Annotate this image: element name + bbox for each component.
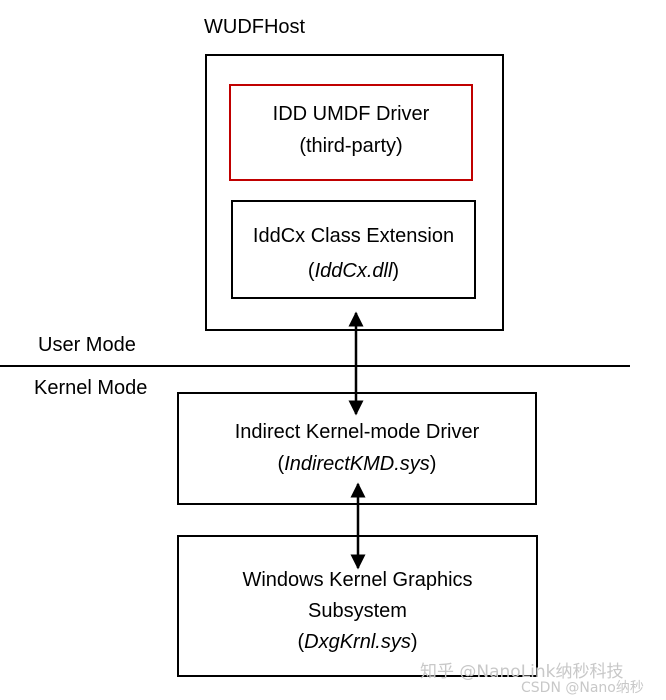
iddcx-paren-open: (: [307, 260, 315, 282]
iddcx-filename: IddCx.dll: [314, 260, 393, 282]
graphics-paren-close: ): [410, 631, 418, 653]
graphics-filename: DxgKrnl.sys: [304, 631, 411, 653]
kmd-filename: IndirectKMD.sys: [284, 453, 430, 475]
iddcx-class-extension-box: IddCx Class Extension (IddCx.dll): [231, 200, 476, 299]
idd-umdf-driver-sublabel: (third-party): [299, 135, 403, 157]
watermark-csdn: CSDN @Nano纳秒: [521, 680, 644, 696]
indirect-kmd-sys-label: (IndirectKMD.sys): [179, 452, 535, 476]
idd-umdf-driver-label: IDD UMDF Driver: [272, 103, 430, 125]
kernel-mode-label: Kernel Mode: [34, 377, 148, 399]
indirect-kmd-label: Indirect Kernel-mode Driver: [234, 421, 480, 443]
kmd-paren-open: (: [277, 453, 285, 475]
watermark-zhihu: 知乎 @NanoLink纳秒科技: [420, 662, 624, 682]
user-mode-label: User Mode: [38, 334, 136, 356]
kernel-graphics-label: Windows Kernel Graphics: [242, 569, 473, 591]
kmd-paren-close: ): [429, 453, 437, 475]
wudfhost-title: WUDFHost: [204, 16, 306, 38]
iddcx-paren-close: ): [392, 260, 400, 282]
indirect-kmd-box: Indirect Kernel-mode Driver (IndirectKMD…: [177, 392, 537, 505]
mode-separator-line: [0, 365, 630, 367]
kernel-graphics-box: Windows Kernel Graphics Subsystem (DxgKr…: [177, 535, 538, 677]
kernel-graphics-sublabel: Subsystem: [308, 600, 407, 622]
kernel-graphics-sys-label: (DxgKrnl.sys): [179, 630, 536, 654]
idd-umdf-driver-box: IDD UMDF Driver (third-party): [229, 84, 473, 181]
iddcx-dll-label: (IddCx.dll): [233, 259, 474, 283]
graphics-paren-open: (: [297, 631, 305, 653]
iddcx-label: IddCx Class Extension: [252, 225, 455, 247]
